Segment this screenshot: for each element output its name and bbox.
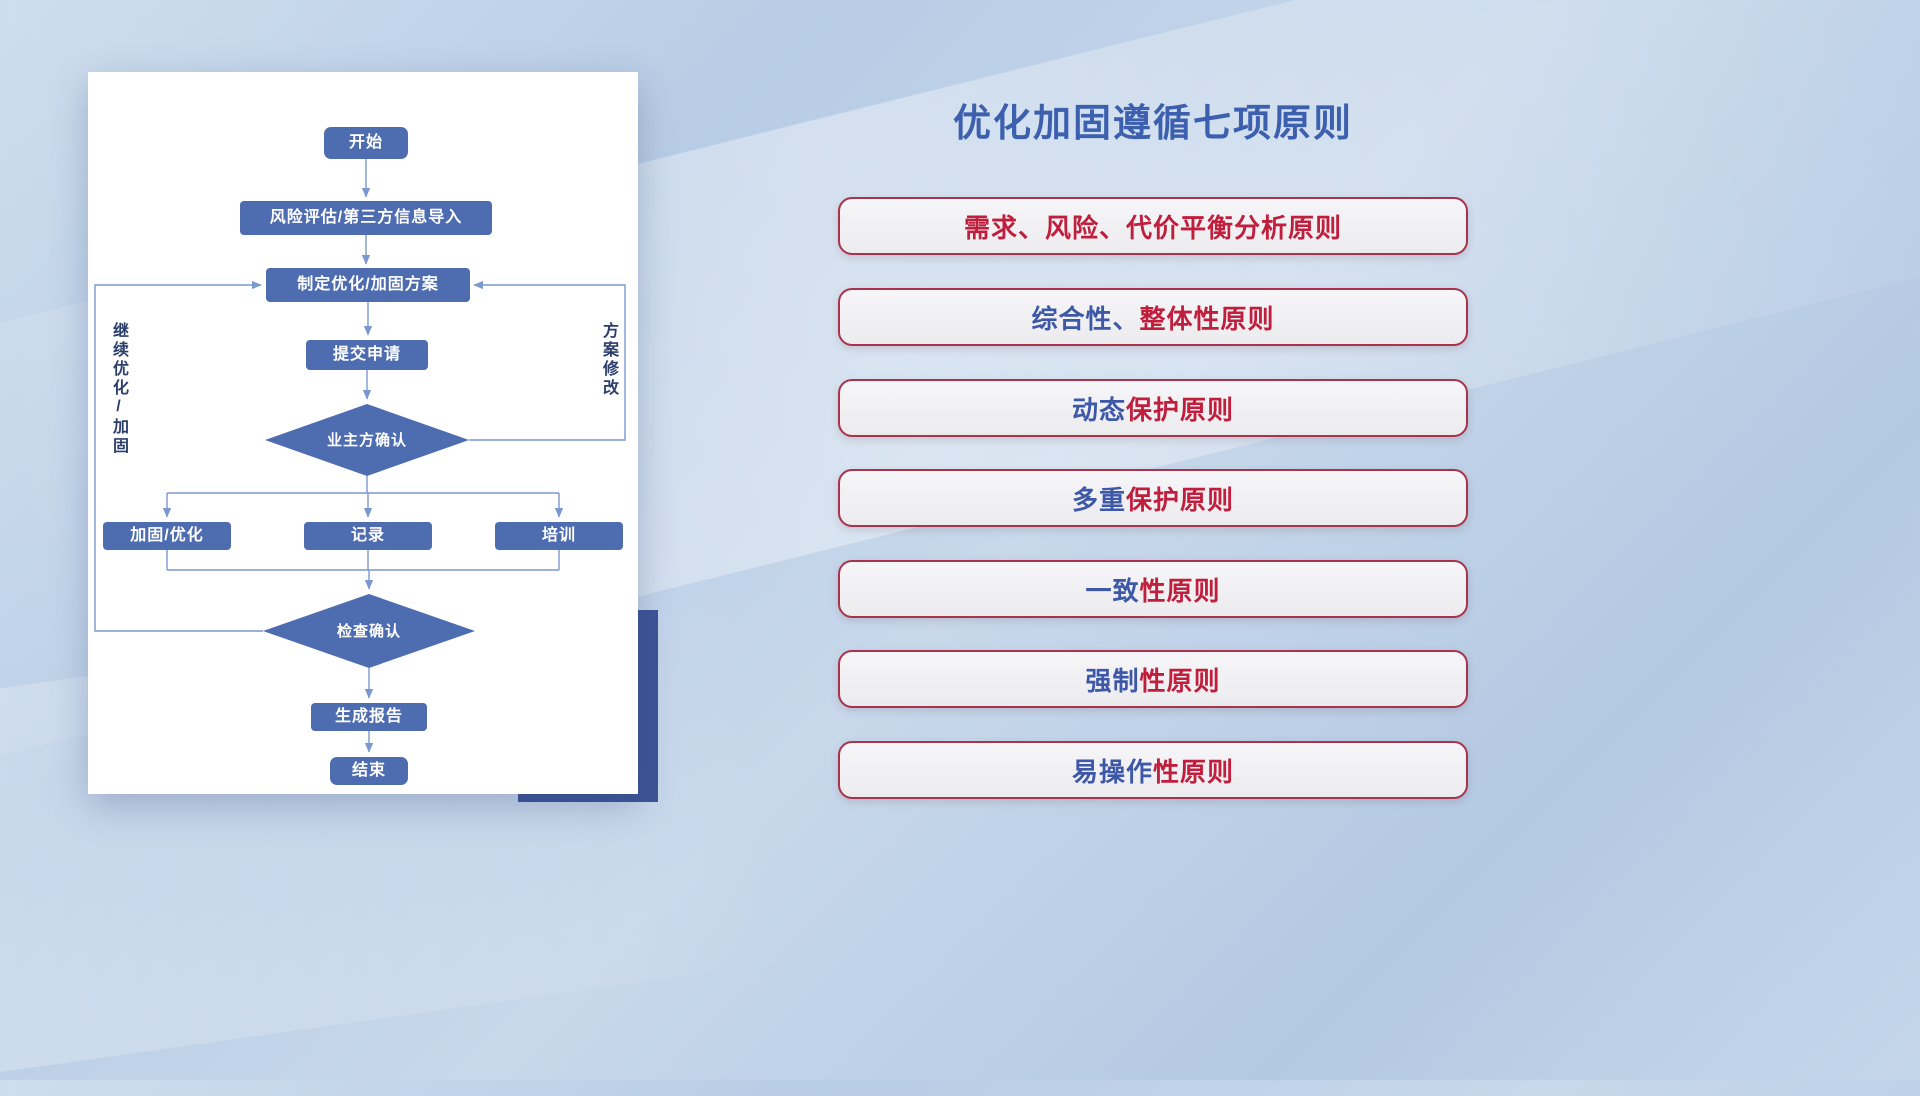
principle-pill-4: 多重 保护原则 bbox=[838, 469, 1468, 527]
loop-label-continue-optimize: 继续优化/加固 bbox=[110, 322, 127, 456]
principles-title: 优化加固遵循七项原则 bbox=[952, 103, 1353, 145]
principle-pill-2: 综合性、 整体性原则 bbox=[838, 288, 1468, 346]
flow-node-end: 结束 bbox=[330, 757, 408, 785]
flowchart-card: 开始 风险评估/第三方信息导入 制定优化/加固方案 提交申请 业主方确认 加固/… bbox=[88, 72, 638, 794]
principle-7-red-text: 性原则 bbox=[1153, 756, 1235, 787]
flowchart-connectors bbox=[94, 159, 626, 753]
principle-6-blue-text: 强制 bbox=[1085, 665, 1140, 696]
loop-label-plan-modify: 方案修改 bbox=[600, 322, 617, 398]
principle-5-blue-text: 一致 bbox=[1085, 575, 1140, 606]
principle-pill-1: 需求、风险、代价平衡分析原则 bbox=[838, 197, 1468, 255]
flow-node-start: 开始 bbox=[324, 127, 408, 159]
principle-5-red-text: 性原则 bbox=[1139, 575, 1221, 606]
principle-4-red-text: 保护原则 bbox=[1126, 484, 1235, 515]
principle-2-red-text: 整体性原则 bbox=[1139, 303, 1275, 334]
principle-6-red-text: 性原则 bbox=[1139, 665, 1221, 696]
principle-pill-7: 易操作 性原则 bbox=[838, 741, 1468, 799]
flow-node-harden: 加固/优化 bbox=[103, 522, 231, 550]
flow-node-risk-import: 风险评估/第三方信息导入 bbox=[240, 201, 492, 235]
flow-node-training: 培训 bbox=[495, 522, 623, 550]
principle-7-blue-text: 易操作 bbox=[1071, 756, 1153, 787]
flow-node-report: 生成报告 bbox=[311, 703, 427, 731]
principle-pill-5: 一致 性原则 bbox=[838, 560, 1468, 618]
principle-3-blue-text: 动态 bbox=[1071, 394, 1126, 425]
principle-2-blue-text: 综合性、 bbox=[1031, 303, 1140, 334]
principle-pill-3: 动态 保护原则 bbox=[838, 379, 1468, 437]
principle-pill-6: 强制 性原则 bbox=[838, 650, 1468, 708]
principle-1-red-text: 需求、风险、代价平衡分析原则 bbox=[963, 212, 1342, 243]
flow-node-submit: 提交申请 bbox=[306, 340, 428, 370]
principle-3-red-text: 保护原则 bbox=[1126, 394, 1235, 425]
flow-node-make-plan: 制定优化/加固方案 bbox=[266, 268, 470, 302]
flow-node-record: 记录 bbox=[304, 522, 432, 550]
principle-4-blue-text: 多重 bbox=[1071, 484, 1126, 515]
